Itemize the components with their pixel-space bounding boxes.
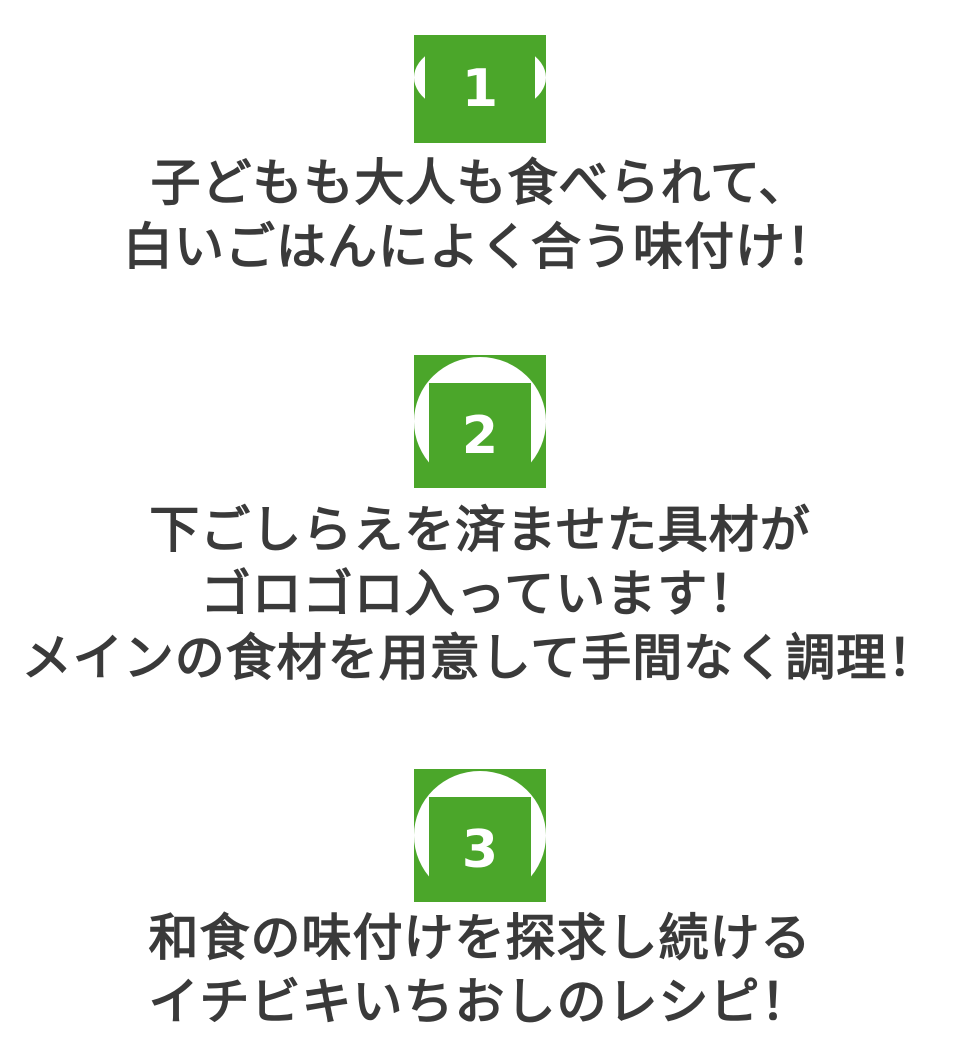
badge-inner-panel: 3	[429, 797, 531, 902]
step-2-line-2: ゴロゴロ入っています！	[200, 565, 760, 623]
step-3-badge: 3	[414, 769, 546, 902]
step-3-text: 和食の味付けを探求し続ける イチビキいちおしのレシピ！	[0, 906, 960, 1034]
step-3-line-1: 和食の味付けを探求し続ける	[148, 909, 812, 967]
step-1-number: 1	[461, 59, 499, 119]
step-3-line-2: イチビキいちおしのレシピ！	[148, 973, 812, 1031]
step-1-badge: 1	[414, 35, 546, 143]
step-2-badge: 2	[414, 355, 546, 488]
badge-inner-panel: 2	[429, 383, 531, 488]
step-1-line-2: 白いごはんによく合う味付け！	[123, 218, 837, 276]
step-2-number: 2	[461, 405, 499, 466]
step-1-text: 子どもも大人も食べられて、 白いごはんによく合う味付け！	[0, 151, 960, 279]
step-1-line-1: 子どもも大人も食べられて、	[150, 154, 810, 212]
step-2-text: 下ごしらえを済ませた具材が ゴロゴロ入っています！ メインの食材を用意して手間な…	[0, 498, 960, 690]
step-2-line-1: 下ごしらえを済ませた具材が	[149, 501, 811, 559]
step-3-number: 3	[461, 819, 499, 880]
badge-inner-panel: 1	[425, 35, 535, 143]
step-2-line-3: メインの食材を用意して手間なく調理！	[21, 629, 939, 687]
